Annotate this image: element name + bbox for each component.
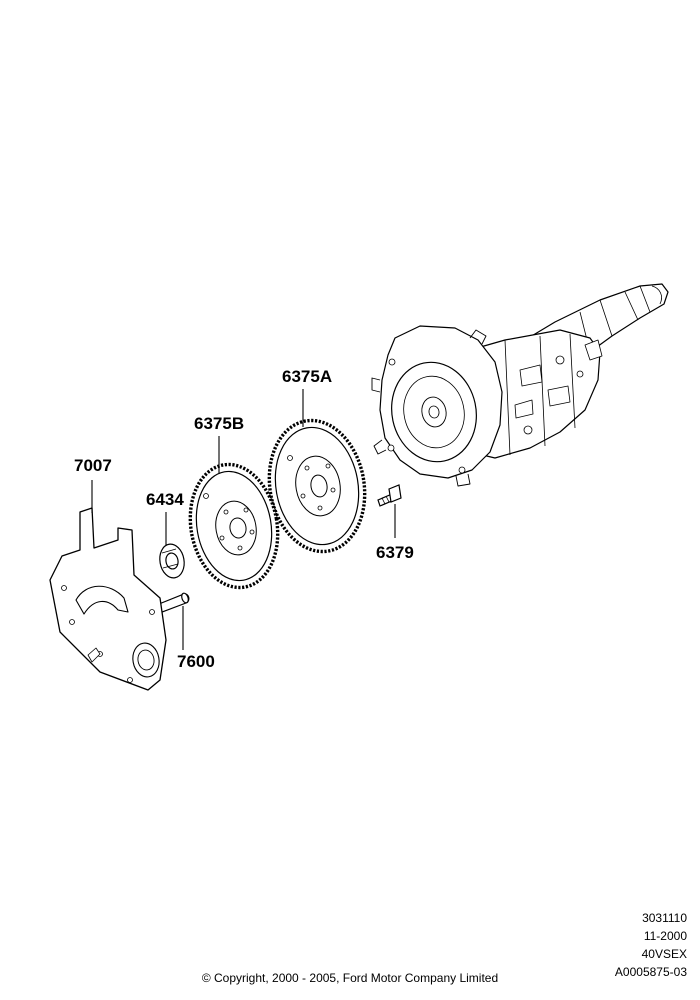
callout-7007: 7007: [74, 456, 112, 475]
callout-6379: 6379: [376, 543, 414, 562]
callout-6434: 6434: [146, 490, 184, 509]
bolt-6379: [377, 484, 402, 507]
callout-6375b: 6375B: [194, 414, 245, 433]
spacer-6434: [159, 543, 185, 579]
leader-lines: [91, 389, 396, 650]
reference-model-code: 40VSEX: [641, 947, 687, 961]
reference-number: 3031110: [642, 911, 687, 925]
flywheel-6375b: [188, 462, 280, 590]
callout-7600: 7600: [177, 652, 215, 671]
reference-date: 11-2000: [643, 929, 687, 943]
reference-illustration-id: A0005875-03: [614, 965, 687, 979]
flywheel-6375a: [267, 418, 367, 554]
callout-6375a: 6375A: [282, 367, 333, 386]
transmission-assembly: [371, 283, 669, 487]
backing-plate-7007: [49, 507, 167, 691]
copyright-notice: © Copyright, 2000 - 2005, Ford Motor Com…: [201, 971, 499, 985]
